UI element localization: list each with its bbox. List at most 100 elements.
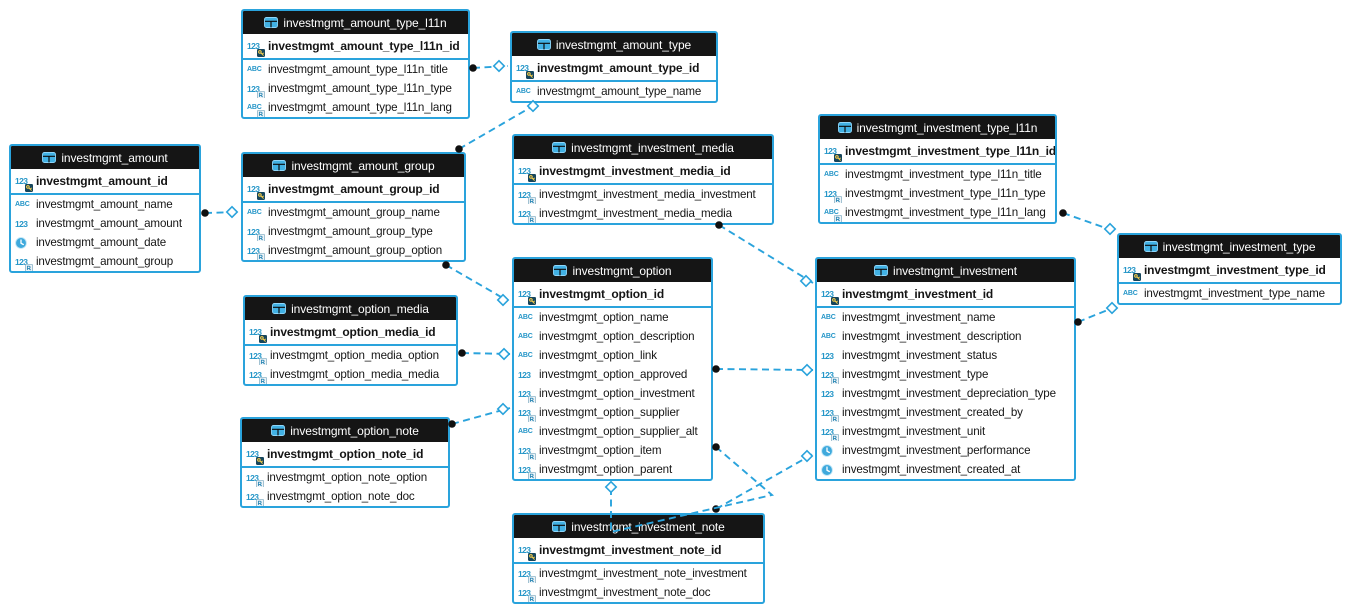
table-header[interactable]: investmgmt_amount: [11, 146, 199, 169]
table-header[interactable]: investmgmt_amount_group: [243, 154, 464, 177]
field-row[interactable]: investmgmt_investment_created_at: [817, 460, 1074, 479]
numeric-type-icon: 123: [518, 566, 536, 583]
field-row[interactable]: investmgmt_investment_performance: [817, 441, 1074, 460]
table-header[interactable]: investmgmt_investment_media: [514, 136, 772, 159]
table-header[interactable]: investmgmt_investment_type: [1119, 235, 1340, 258]
table-header[interactable]: investmgmt_option_note: [242, 419, 448, 442]
foreign-key-icon: [528, 415, 536, 422]
table-icon: [553, 263, 568, 278]
field-name: investmgmt_option_description: [539, 330, 695, 343]
text-type-icon: ABC: [247, 66, 262, 73]
table-header[interactable]: investmgmt_investment_note: [514, 515, 763, 538]
datetime-type-icon: [821, 443, 839, 458]
field-name: investmgmt_option_name: [539, 311, 669, 324]
table-header[interactable]: investmgmt_option_media: [245, 297, 456, 320]
table-header[interactable]: investmgmt_investment_type_l11n: [820, 116, 1055, 139]
table-header[interactable]: investmgmt_option: [514, 259, 711, 282]
field-name: investmgmt_investment_type_name: [1144, 287, 1325, 300]
numeric-type-icon: 123: [518, 386, 536, 403]
foreign-key-icon: [528, 216, 536, 223]
primary-key-icon: [831, 296, 839, 305]
numeric-type-icon: 123: [518, 443, 536, 460]
field-name: investmgmt_option_media_media: [270, 368, 440, 381]
primary-key-icon: [259, 334, 267, 343]
table-header[interactable]: investmgmt_amount_type_l11n: [243, 11, 468, 34]
table-header[interactable]: investmgmt_amount_type: [512, 33, 716, 56]
foreign-key-icon: [257, 234, 265, 241]
field-name: investmgmt_amount_amount: [36, 217, 182, 230]
numeric-type-icon: 123: [821, 350, 834, 361]
field-row[interactable]: investmgmt_amount_date: [11, 233, 199, 252]
field-name: investmgmt_investment_note_id: [539, 543, 722, 557]
numeric-type-icon: 123: [824, 186, 842, 203]
table-header[interactable]: investmgmt_investment: [817, 259, 1074, 282]
text-type-icon: ABC: [821, 333, 836, 340]
numeric-type-icon: 123: [246, 489, 264, 506]
numeric-type-icon: 123: [821, 388, 834, 399]
